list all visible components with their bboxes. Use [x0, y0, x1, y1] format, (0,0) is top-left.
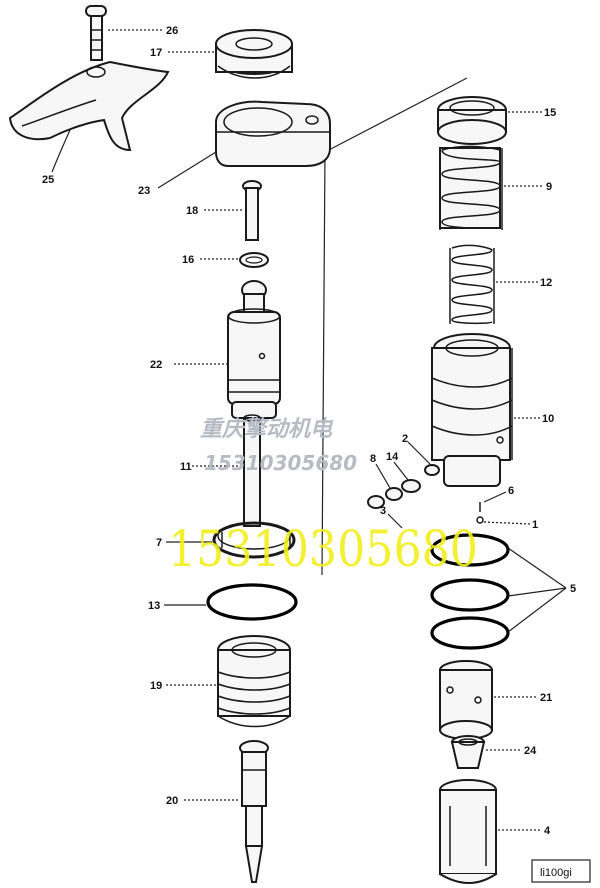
label-24: 24 — [524, 745, 537, 757]
label-9: 9 — [546, 181, 552, 193]
leader-23 — [157, 151, 217, 189]
part-17-nut — [215, 29, 293, 79]
small-parts-check-valve — [367, 464, 440, 509]
label-21: 21 — [540, 692, 552, 704]
label-10: 10 — [542, 413, 554, 425]
label-13: 13 — [148, 600, 160, 612]
part-15-spring-cup — [437, 96, 507, 145]
part-24-cup — [450, 735, 486, 769]
leader-8 — [375, 463, 391, 489]
part-21-sleeve — [439, 660, 493, 740]
leader-5b — [507, 587, 567, 597]
label-15: 15 — [544, 107, 556, 119]
part-5-o-rings — [430, 533, 510, 650]
label-1: 1 — [532, 519, 538, 531]
label-6: 6 — [508, 485, 514, 497]
label-11: 11 — [180, 461, 192, 473]
part-12-small-spring — [449, 244, 495, 325]
leader-6 — [483, 491, 507, 503]
leader-1 — [483, 521, 531, 525]
watermark-phone-big: 15310305680 — [168, 520, 478, 578]
part-4-nozzle-nut — [439, 779, 497, 884]
leader-5a — [507, 547, 567, 589]
watermark-phone-small: 15310305680 — [204, 451, 357, 475]
label-8: 8 — [370, 453, 376, 465]
part-25-clamp — [8, 60, 170, 152]
assembly-guide-line-vertical — [321, 151, 326, 576]
part-18-pin — [242, 180, 262, 241]
leader-2 — [407, 441, 431, 465]
part-19-barrel — [217, 635, 291, 728]
part-6-pin — [476, 502, 484, 524]
part-20-needle — [239, 740, 269, 883]
label-7: 7 — [156, 537, 162, 549]
part-23-clamp-block — [215, 100, 331, 167]
label-14: 14 — [386, 451, 399, 463]
label-3: 3 — [380, 505, 386, 517]
label-12: 12 — [540, 277, 552, 289]
label-25: 25 — [42, 174, 54, 186]
label-18: 18 — [186, 205, 198, 217]
leader-3 — [387, 513, 403, 529]
label-16: 16 — [182, 254, 194, 266]
label-2: 2 — [402, 433, 408, 445]
label-26: 26 — [166, 25, 178, 37]
figure-code: li100gi — [540, 867, 572, 879]
part-16-snap-ring — [239, 252, 269, 268]
part-9-large-spring — [439, 145, 503, 230]
label-20: 20 — [166, 795, 178, 807]
assembly-guide-line-top — [324, 77, 468, 153]
part-11-rod — [243, 414, 261, 527]
label-4: 4 — [544, 825, 551, 837]
part-13-o-ring — [206, 583, 298, 621]
figure-code-box — [531, 859, 591, 883]
part-10-main-body — [431, 333, 513, 487]
label-17: 17 — [150, 47, 162, 59]
leader-25 — [51, 129, 71, 173]
label-23: 23 — [138, 185, 150, 197]
leader-5c — [507, 587, 567, 633]
label-22: 22 — [150, 359, 162, 371]
label-19: 19 — [150, 680, 162, 692]
part-22-plunger-housing — [227, 280, 281, 419]
part-26-bolt — [85, 5, 107, 61]
leader-14 — [393, 461, 409, 481]
watermark-company: 重庆擎动机电 — [200, 416, 334, 442]
label-5: 5 — [570, 583, 576, 595]
part-7-retainer-ring — [212, 521, 296, 559]
